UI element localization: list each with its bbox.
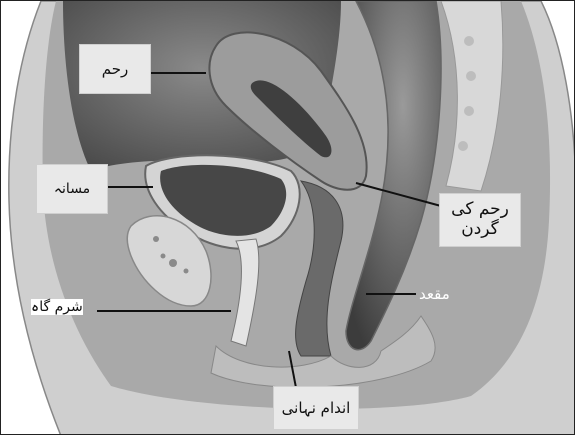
vagina-label-text: اندام نہانی — [282, 399, 351, 417]
pubic-bone-label: شرم گاہ — [31, 299, 83, 315]
pubic-bone-label-text: شرم گاہ — [31, 299, 83, 315]
rectum-label-text: مقعد — [419, 285, 450, 303]
rectum-label: مقعد — [419, 285, 450, 303]
vagina-label: اندام نہانی — [273, 386, 359, 430]
cervix-label-line2: گردن — [461, 220, 499, 240]
cervix-label: رحم کی گردن — [439, 193, 521, 247]
uterus-label: رحم — [79, 44, 151, 94]
cervix-label-line1: رحم کی — [451, 200, 509, 220]
bladder-label-text: مسانہ — [54, 181, 90, 197]
bladder-label: مسانہ — [36, 164, 108, 214]
uterus-label-text: رحم — [102, 60, 129, 78]
